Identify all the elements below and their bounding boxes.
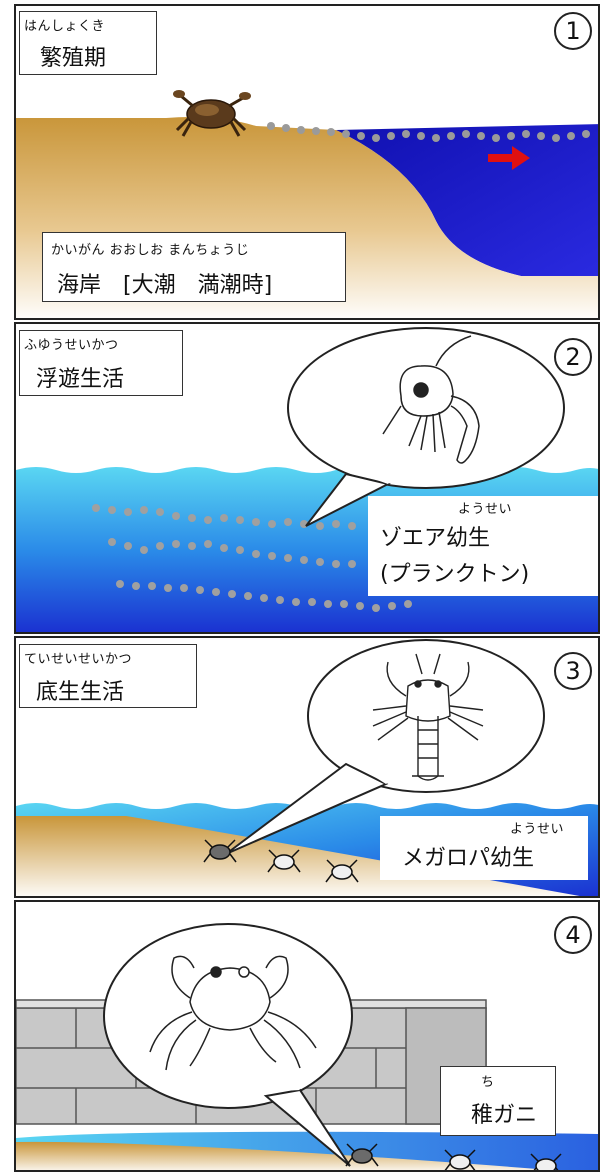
place-label: かいがん おおしお まんちょうじ 海岸 [大潮 満潮時] (42, 232, 346, 302)
crab-icon (530, 1153, 562, 1170)
crab-icon (267, 849, 301, 873)
panel-breeding-season: はんしょくき 繁殖期 1 かいがん おおしお まんちょうじ 海岸 [大潮 満潮時… (14, 4, 600, 320)
title-label: ふゆうせいかつ 浮遊生活 (19, 330, 183, 396)
larva-dots (267, 122, 590, 142)
speech-bubble (287, 327, 565, 527)
title-ruby: ていせいせいかつ (24, 652, 133, 667)
crab-icon (203, 839, 237, 863)
juvenile-crab-icon (149, 955, 317, 1071)
stage-text: 稚ガニ (471, 1103, 538, 1128)
sea-water (336, 124, 598, 276)
zoea-larva-icon (382, 335, 480, 464)
panel-benthic-life: ていせいせいかつ 底生生活 3 ようせい メガロパ幼生 (14, 636, 600, 898)
stage-ruby: ようせい (458, 502, 513, 517)
title-ruby: ふゆうせいかつ (24, 338, 119, 353)
step-number-badge: 2 (554, 338, 592, 376)
place-ruby: かいがん おおしお まんちょうじ (51, 243, 250, 258)
title-text: 浮遊生活 (36, 367, 125, 392)
panel-juvenile-crab: 4 ち 稚ガニ (14, 900, 600, 1172)
panel-planktonic-life: ふゆうせいかつ 浮遊生活 2 ようせい ゾエア幼生 (プランクトン) (14, 322, 600, 634)
larva-dots (92, 504, 412, 612)
title-ruby: はんしょくき (24, 19, 106, 34)
title-label: ていせいせいかつ 底生生活 (19, 644, 197, 708)
step-number-badge: 1 (554, 12, 592, 50)
crab-icon (444, 1149, 476, 1170)
title-text: 繁殖期 (40, 46, 107, 71)
step-number-badge: 4 (554, 916, 592, 954)
stage-subtext: (プランクトン) (380, 562, 530, 587)
title-label: はんしょくき 繁殖期 (19, 11, 157, 75)
crab-icon (173, 90, 251, 137)
stage-ruby: ち (481, 1075, 495, 1090)
arrow-right-icon (488, 146, 530, 170)
stage-label: ち 稚ガニ (440, 1066, 556, 1136)
stage-text: メガロパ幼生 (402, 846, 535, 871)
stage-label: ようせい メガロパ幼生 (380, 816, 588, 880)
crab-icon (345, 1143, 379, 1167)
stage-ruby: ようせい (510, 822, 565, 837)
title-text: 底生生活 (36, 680, 125, 705)
sea-floor (16, 1141, 552, 1170)
crab-icon (325, 859, 359, 883)
stage-text: ゾエア幼生 (380, 526, 491, 551)
stage-label: ようせい ゾエア幼生 (プランクトン) (368, 496, 598, 596)
place-text: 海岸 [大潮 満潮時] (57, 273, 273, 298)
step-number-badge: 3 (554, 652, 592, 690)
megalopa-larva-icon (372, 653, 484, 781)
